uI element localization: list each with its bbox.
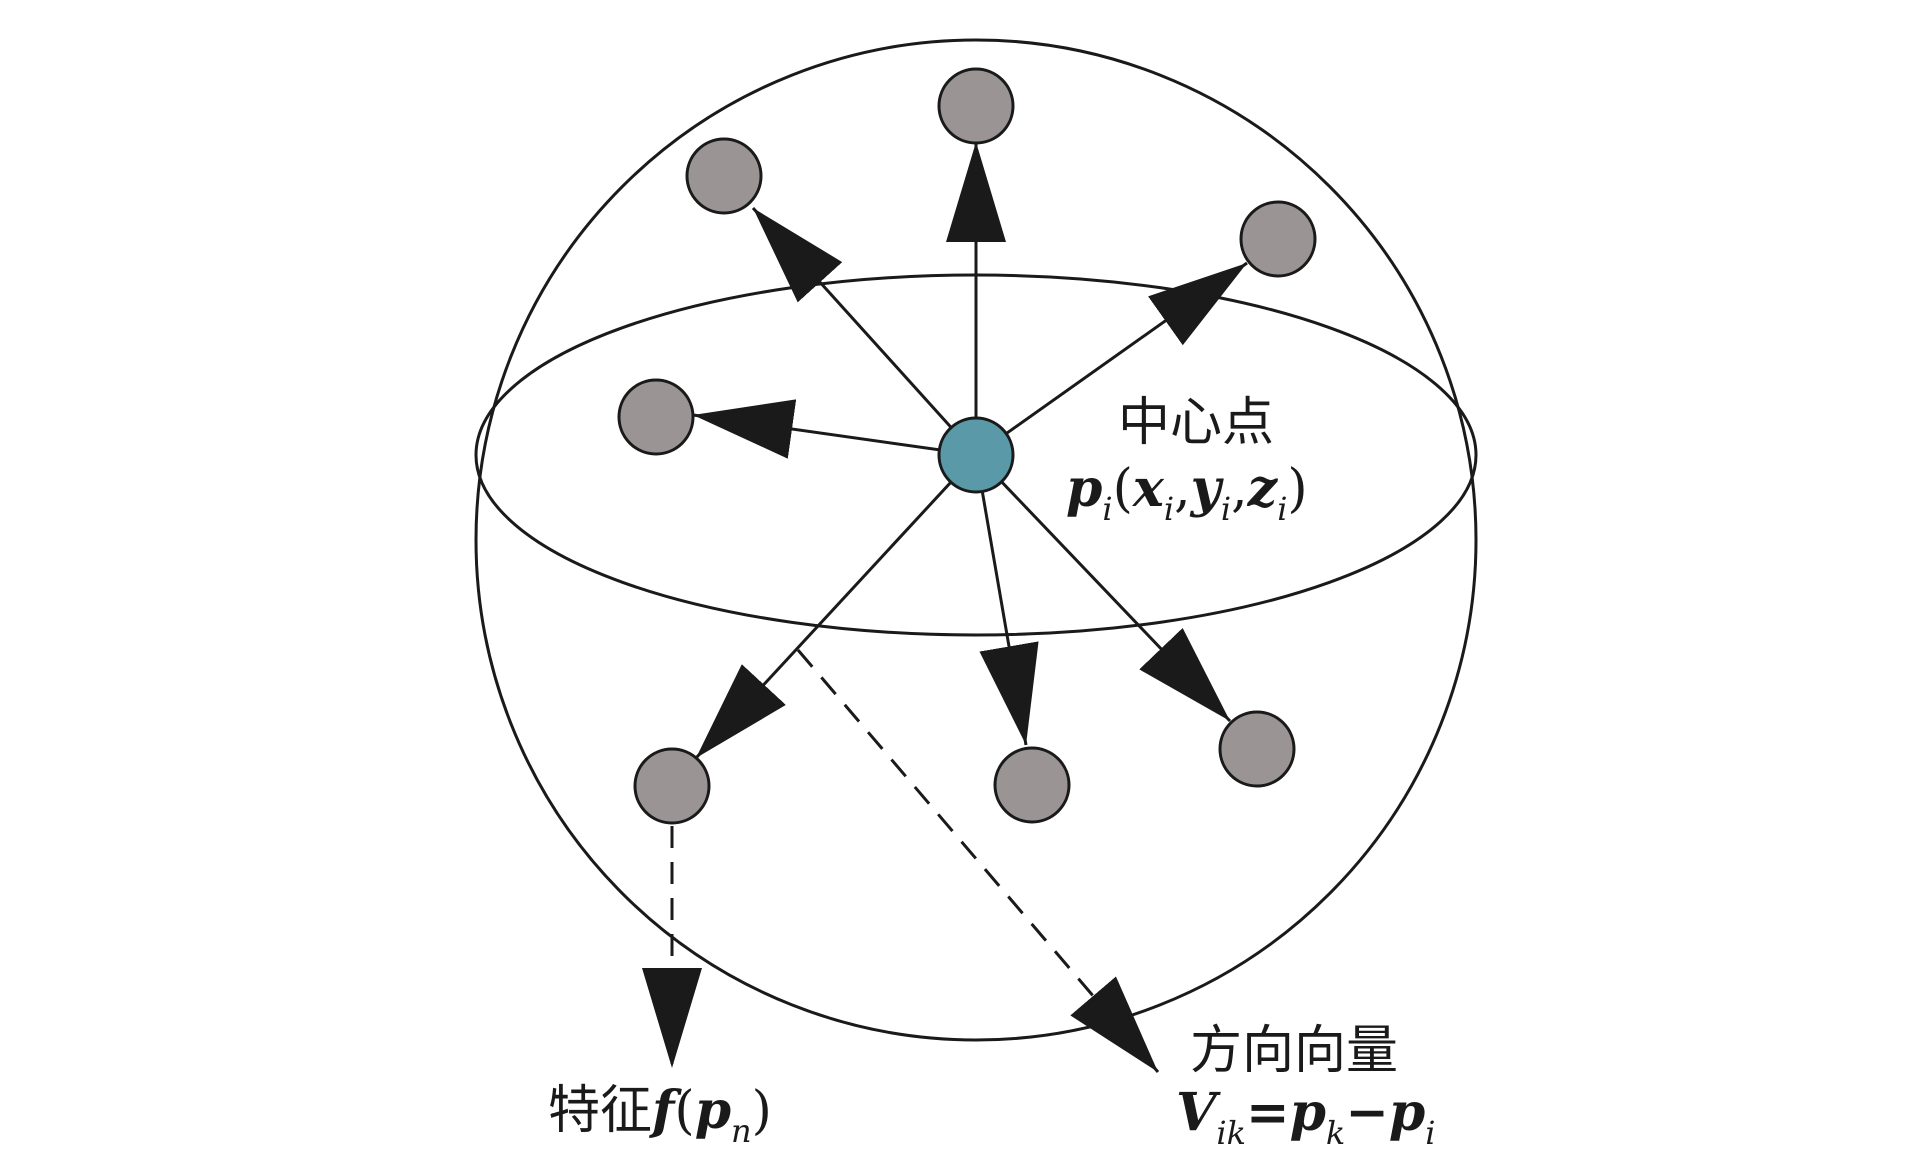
neighbor-vectors: [692, 142, 1248, 760]
neighbor-node-bottom: [993, 746, 1071, 824]
neighbor-node-lower-left: [633, 747, 711, 825]
vector-to-neighbor-lower-left: [694, 453, 978, 760]
direction-callout-arrow: [796, 649, 1160, 1073]
center-point-formula: pi(xi,yi,zi): [1066, 458, 1308, 528]
vector-to-neighbor-bottom: [974, 454, 1039, 746]
vector-to-neighbor-lower-right: [974, 453, 1232, 723]
vector-to-neighbor-left: [692, 399, 977, 459]
callout-arrows: [642, 649, 1160, 1073]
center-node: [937, 416, 1015, 494]
feature-label: 特征f(pn): [548, 1080, 772, 1150]
neighbor-node-top: [937, 67, 1015, 145]
neighbor-node-left: [617, 378, 695, 456]
direction-vector-formula: Vik=pk−pi: [1176, 1082, 1435, 1152]
neighbor-node-upper-right: [1239, 200, 1317, 278]
center-point-label: 中心点: [1118, 393, 1274, 453]
direction-vector-label: 方向向量: [1190, 1021, 1398, 1081]
neighbor-node-lower-right: [1218, 710, 1296, 788]
neighbor-node-upper-left: [685, 137, 763, 215]
vector-to-neighbor-upper-left: [751, 206, 978, 457]
neighbor-nodes: [617, 67, 1317, 825]
vector-to-neighbor-upper-right: [975, 261, 1248, 457]
sphere-outline: [474, 38, 1478, 1042]
